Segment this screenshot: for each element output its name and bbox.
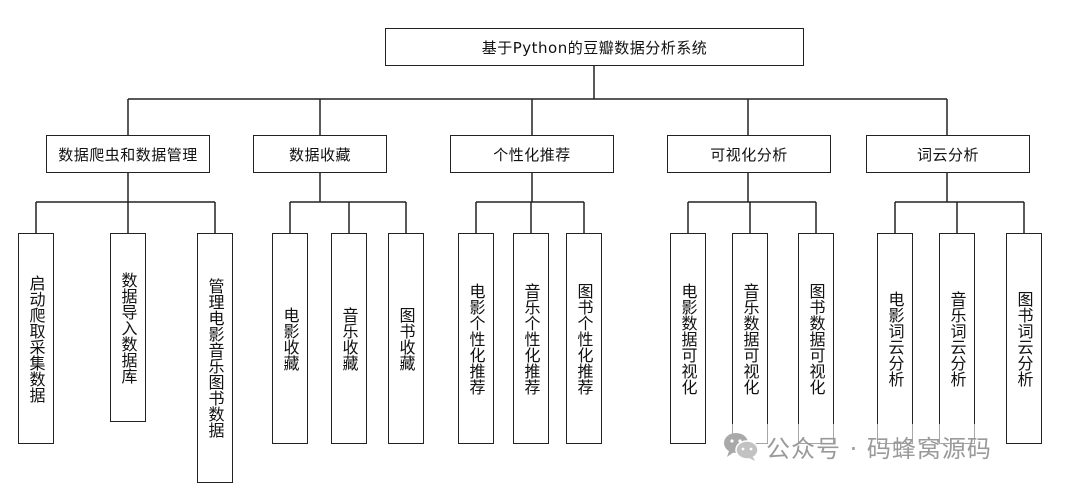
leaf-node: 音乐数据可视化 [732,233,768,444]
leaf-node: 启动爬取采集数据 [18,233,54,444]
leaf-node: 管理电影音乐图书数据 [197,233,233,483]
module-recommendation: 个性化推荐 [450,135,614,173]
leaf-label: 启动爬取采集数据 [26,274,46,403]
module-data-crawler: 数据爬虫和数据管理 [46,135,210,173]
module-label: 词云分析 [916,145,979,164]
leaf-node: 图书词云分析 [1006,233,1042,444]
module-label: 数据收藏 [288,145,351,164]
leaf-label: 音乐数据可视化 [740,282,760,395]
watermark-text: 公众号 · 码蜂窝源码 [766,434,992,463]
leaf-node: 电影数据可视化 [670,233,706,444]
leaf-node: 电影个性化推荐 [458,233,494,444]
module-label: 数据爬虫和数据管理 [58,145,198,164]
module-label: 个性化推荐 [493,145,571,164]
module-visualization: 可视化分析 [667,135,831,173]
leaf-label: 图书数据可视化 [806,282,826,395]
module-label: 可视化分析 [710,145,788,164]
leaf-node: 电影收藏 [272,233,308,444]
leaf-label: 音乐个性化推荐 [521,282,541,395]
leaf-label: 图书个性化推荐 [574,282,594,395]
leaf-label: 电影收藏 [280,306,300,371]
leaf-node: 音乐词云分析 [939,233,975,444]
leaf-label: 图书词云分析 [1014,290,1034,387]
leaf-label: 音乐收藏 [339,306,359,371]
leaf-label: 电影词云分析 [885,290,905,387]
leaf-node: 音乐收藏 [331,233,367,444]
leaf-label: 音乐词云分析 [947,290,967,387]
leaf-label: 管理电影音乐图书数据 [205,278,225,438]
leaf-node: 图书收藏 [388,233,424,444]
leaf-node: 图书数据可视化 [798,233,834,444]
leaf-label: 电影数据可视化 [678,282,698,395]
leaf-label: 电影个性化推荐 [466,282,486,395]
leaf-label: 数据导入数据库 [118,271,138,384]
module-data-favorites: 数据收藏 [253,135,387,173]
wechat-icon [722,431,760,461]
leaf-node: 电影词云分析 [877,233,913,444]
watermark: 公众号 · 码蜂窝源码 [722,424,992,468]
root-node: 基于Python的豆瓣数据分析系统 [385,28,804,66]
leaf-label: 图书收藏 [396,306,416,371]
leaf-node: 数据导入数据库 [110,233,146,422]
module-wordcloud: 词云分析 [866,135,1030,173]
root-label: 基于Python的豆瓣数据分析系统 [481,38,708,57]
leaf-node: 图书个性化推荐 [566,233,602,444]
leaf-node: 音乐个性化推荐 [513,233,549,444]
